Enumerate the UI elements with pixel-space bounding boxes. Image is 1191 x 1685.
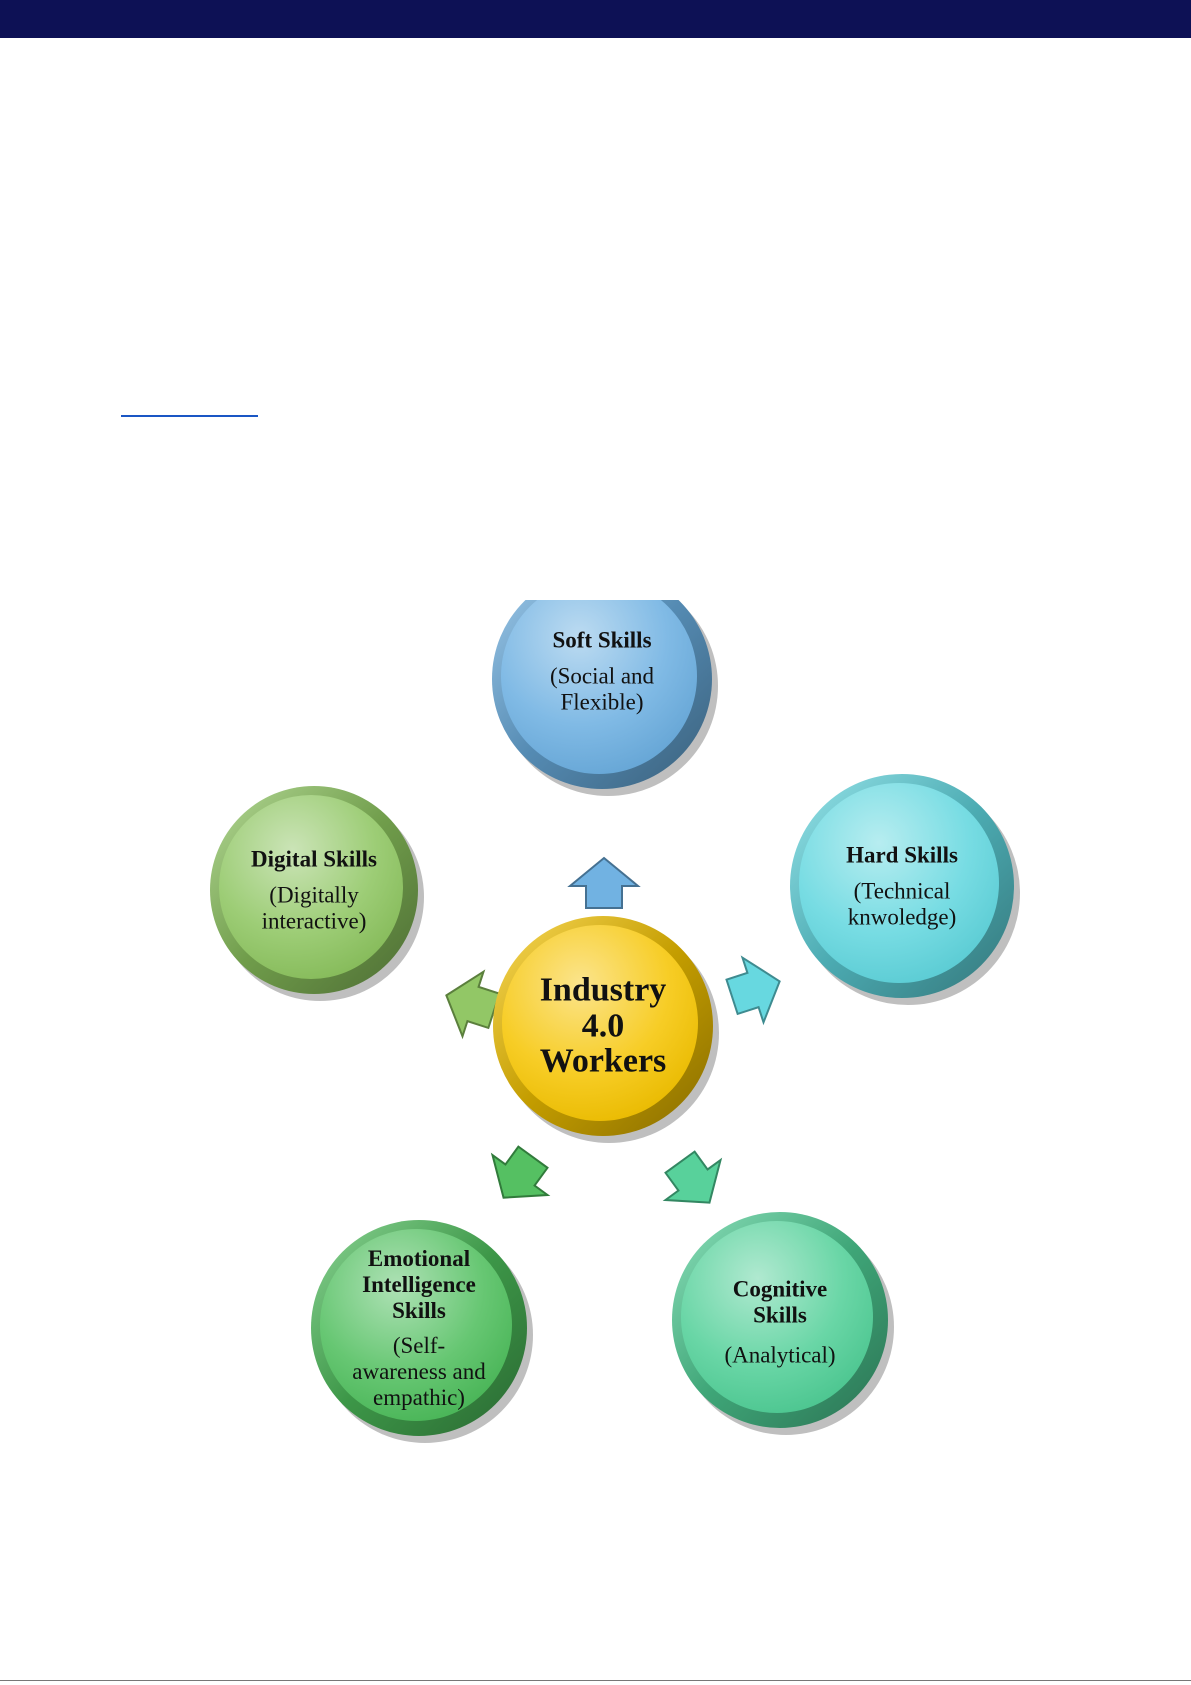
footer-rule [0, 1680, 1191, 1681]
digital-arrow [445, 969, 501, 1040]
digital-arrow-shape [445, 969, 501, 1040]
hard-circle-face [799, 783, 999, 983]
cognitive-arrow-shape [662, 1150, 723, 1204]
cognitive-arrow [662, 1150, 723, 1204]
center-line-3: Workers [539, 1042, 667, 1080]
emotional-skills-label: Emotional Intelligence Skills (Self- awa… [352, 1246, 485, 1411]
hard-skills-label: Hard Skills (Technical knwoledge) [846, 842, 958, 929]
cognitive-skills-sub-1: (Analytical) [724, 1341, 836, 1367]
center-line-1: Industry [539, 971, 667, 1009]
cognitive-skills-title-1: Cognitive [732, 1276, 828, 1302]
digital-skills-label: Digital Skills (Digitally interactive) [251, 846, 377, 933]
skills-diagram: Industry 4.0 Workers Soft Skills (Social… [0, 600, 1191, 1460]
soft-circle-face [501, 600, 697, 774]
soft-skills-sub-1: (Social and [549, 663, 655, 689]
center-circle-face [502, 925, 698, 1121]
emotional-circle-face [320, 1229, 512, 1421]
diagram-graphics [210, 600, 1020, 1443]
header-bar [0, 0, 1191, 38]
soft-circle [492, 600, 718, 796]
cognitive-circle-face [681, 1221, 873, 1413]
soft-skills-label: Soft Skills (Social and Flexible) [550, 627, 654, 714]
digital-circle [210, 786, 424, 1001]
center-line-2: 4.0 [581, 1007, 625, 1045]
digital-skills-sub-1: (Digitally [269, 882, 359, 908]
emotional-skills-sub-1: (Self- [392, 1333, 446, 1358]
emotional-arrow [490, 1145, 551, 1199]
center-circle [493, 916, 719, 1143]
hard-circle [790, 774, 1020, 1005]
emotional-skills-title-2: Intelligence [362, 1271, 476, 1297]
emotional-circle [311, 1220, 533, 1443]
hard-arrow-shape [725, 955, 781, 1026]
emotional-arrow-shape [490, 1145, 551, 1199]
emotional-skills-sub-3: empathic) [373, 1384, 465, 1410]
cognitive-circle [672, 1212, 894, 1435]
digital-circle-face [219, 795, 403, 979]
soft-skills-sub-2: Flexible) [560, 688, 644, 714]
emotional-skills-title-1: Emotional [367, 1245, 471, 1271]
center-node-label: Industry 4.0 Workers [540, 972, 667, 1079]
hard-arrow [725, 955, 781, 1026]
hard-skills-title: Hard Skills [846, 842, 958, 868]
digital-skills-title: Digital Skills [251, 846, 377, 872]
hard-skills-sub-2: knwoledge) [847, 903, 957, 929]
cognitive-skills-title-2: Skills [753, 1302, 807, 1328]
hyperlink-underline[interactable] [121, 415, 258, 417]
emotional-skills-sub-2: awareness and [352, 1358, 486, 1384]
soft-arrow-shape [567, 856, 641, 909]
hard-skills-sub-1: (Technical [853, 878, 951, 904]
cognitive-skills-label: Cognitive Skills (Analytical) [724, 1276, 835, 1367]
digital-skills-sub-2: interactive) [261, 907, 367, 933]
soft-skills-title: Soft Skills [552, 627, 652, 653]
soft-arrow [567, 856, 641, 909]
emotional-skills-title-3: Skills [392, 1297, 446, 1323]
